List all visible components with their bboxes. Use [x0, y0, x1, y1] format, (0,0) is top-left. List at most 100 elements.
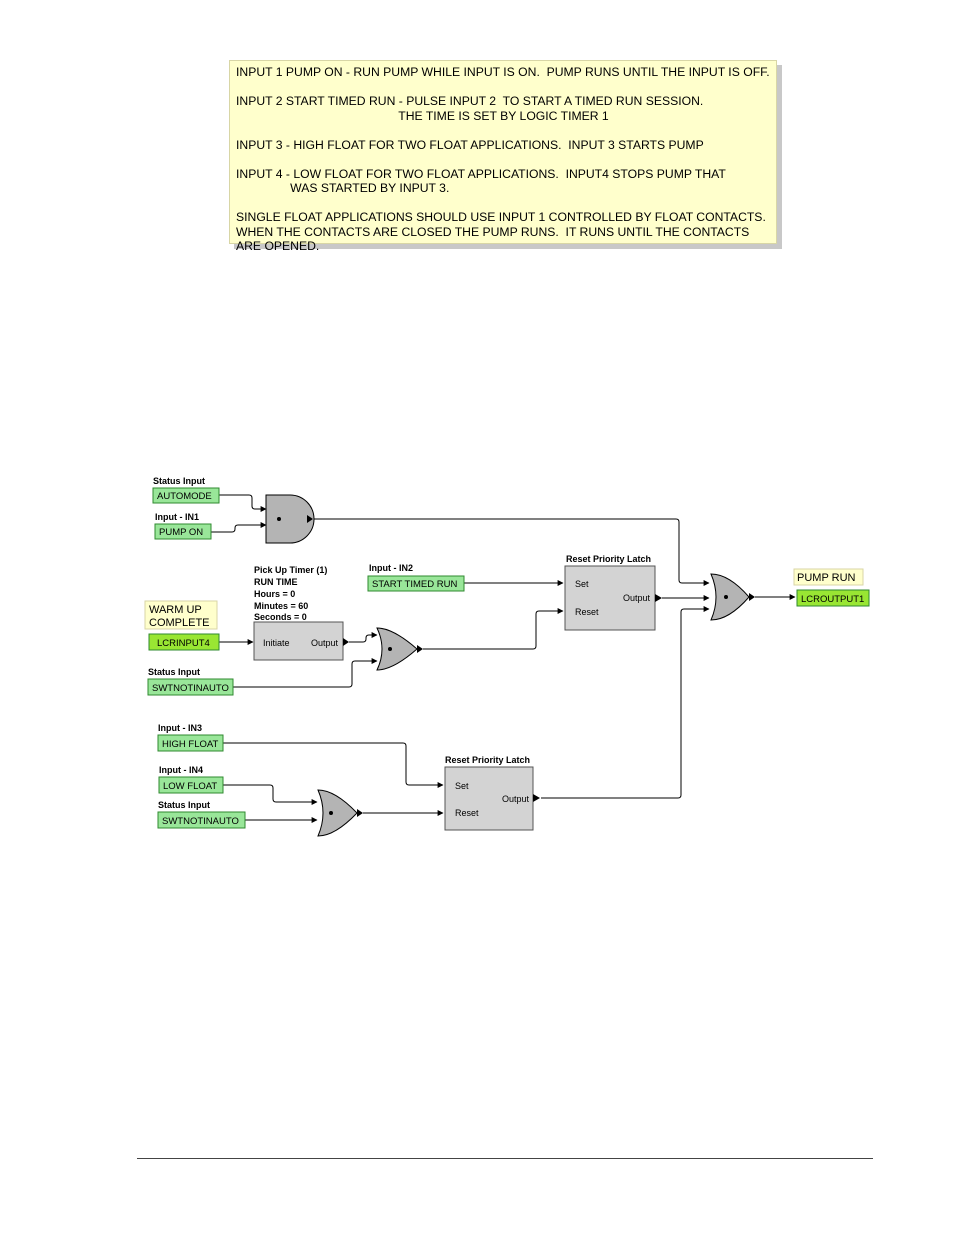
- note-line-4: INPUT 4 - LOW FLOAT FOR TWO FLOAT APPLIC…: [236, 166, 726, 196]
- timer-title-line-1: Pick Up Timer (1): [254, 565, 327, 575]
- latch1-block[interactable]: Set Reset Output: [564, 565, 662, 631]
- footer-rule: [137, 1158, 873, 1159]
- or-gate-2[interactable]: [317, 789, 363, 837]
- latch1-set-label: Set: [575, 579, 589, 589]
- wire-automode-to-and: [219, 494, 267, 512]
- timer-title-line-2: RUN TIME: [254, 577, 298, 587]
- and-gate-dot: [277, 517, 281, 521]
- timer-title-line-3: Hours = 0: [254, 589, 295, 599]
- swtnotinauto2-tag-text: SWTNOTINAUTO: [162, 816, 239, 827]
- latch2-title: Reset Priority Latch: [445, 755, 530, 765]
- latch2-box: [444, 766, 534, 831]
- or-gate-output-shape: [710, 573, 750, 621]
- swtnotinauto1-tag-text: SWTNOTINAUTO: [152, 683, 229, 694]
- lowfloat-tag-box: [158, 776, 224, 794]
- starttimedrun-tag-text: START TIMED RUN: [372, 579, 457, 590]
- lcrinput4-tag-box: [148, 633, 220, 651]
- or-gate-2-shape: [317, 789, 358, 837]
- or-gate-1[interactable]: [376, 627, 423, 671]
- wire-swtnotinauto1-to-or1: [233, 658, 378, 688]
- or-gate-output-pin: [749, 593, 755, 601]
- or-gate-output-dot: [724, 595, 728, 599]
- starttimedrun-tag-box: [367, 575, 465, 592]
- latch1-reset-label: Reset: [575, 607, 599, 617]
- latch1-title: Reset Priority Latch: [566, 554, 651, 564]
- pumprun-caption-text: PUMP RUN: [797, 572, 856, 584]
- lcroutput1-tag-text: LCROUTPUT1: [801, 594, 864, 605]
- highfloat-caption: Input - IN3: [158, 723, 202, 733]
- warmup-caption-box: [144, 600, 218, 630]
- swtnotinauto1-tag-box: [147, 678, 234, 696]
- wire-highfloat-to-latch2-set: [223, 742, 444, 788]
- timer-box: [253, 621, 344, 661]
- swtnotinauto2-caption: Status Input: [158, 800, 210, 810]
- timer-title-line-5: Seconds = 0: [254, 612, 307, 622]
- or-gate-output[interactable]: [710, 573, 755, 621]
- pumpon-tag-box: [154, 523, 212, 540]
- swtnotinauto2-tag[interactable]: SWTNOTINAUTO: [157, 811, 246, 829]
- wire-and-to-or-out: [313, 518, 710, 586]
- latch1-box: [564, 565, 656, 631]
- timer-block[interactable]: Initiate Output: [253, 621, 349, 661]
- and-gate-shape: [265, 494, 315, 544]
- wire-timer-to-or1: [349, 632, 378, 643]
- latch1-output-label: Output: [623, 593, 651, 603]
- warmup-caption: WARM UP COMPLETE: [144, 600, 218, 630]
- starttimedrun-caption: Input - IN2: [369, 563, 413, 573]
- lcrinput4-tag[interactable]: LCRINPUT4: [148, 633, 220, 651]
- pumpon-caption: Input - IN1: [155, 512, 199, 522]
- note-line-2: INPUT 2 START TIMED RUN - PULSE INPUT 2 …: [236, 94, 704, 123]
- or-gate-1-dot: [388, 647, 392, 651]
- pumpon-tag-text: PUMP ON: [159, 527, 203, 538]
- wire-or1-to-latch1-reset: [423, 608, 564, 650]
- instruction-note: INPUT 1 PUMP ON - RUN PUMP WHILE INPUT I…: [229, 60, 777, 253]
- timer-title: Pick Up Timer (1) RUN TIME Hours = 0 Min…: [254, 565, 327, 622]
- latch2-reset-label: Reset: [455, 808, 479, 818]
- automode-tag[interactable]: AUTOMODE: [152, 487, 220, 504]
- latch1-output-pin: [655, 594, 662, 602]
- automode-tag-box: [152, 487, 220, 504]
- lowfloat-caption: Input - IN4: [159, 765, 203, 775]
- lcroutput1-tag-box: [796, 589, 870, 607]
- lcrinput4-tag-text: LCRINPUT4: [157, 638, 210, 649]
- pumprun-caption: PUMP RUN: [793, 568, 864, 586]
- or-gate-1-output-pin: [417, 645, 423, 653]
- starttimedrun-tag[interactable]: START TIMED RUN: [367, 575, 465, 592]
- and-gate-output-pin: [307, 515, 313, 523]
- swtnotinauto1-caption: Status Input: [148, 667, 200, 677]
- lowfloat-tag-text: LOW FLOAT: [163, 781, 217, 792]
- highfloat-tag-box: [157, 734, 224, 752]
- or-gate-2-dot: [329, 811, 333, 815]
- and-gate[interactable]: [265, 494, 315, 544]
- swtnotinauto1-tag[interactable]: SWTNOTINAUTO: [147, 678, 234, 696]
- highfloat-tag-text: HIGH FLOAT: [162, 739, 218, 750]
- highfloat-tag[interactable]: HIGH FLOAT: [157, 734, 224, 752]
- lowfloat-tag[interactable]: LOW FLOAT: [158, 776, 224, 794]
- wires: [211, 494, 796, 823]
- latch2-block[interactable]: Set Reset Output: [444, 766, 540, 831]
- automode-caption: Status Input: [153, 476, 205, 486]
- timer-output-label: Output: [311, 638, 339, 648]
- pumpon-tag[interactable]: PUMP ON: [154, 523, 212, 540]
- or-gate-1-shape: [376, 627, 418, 671]
- timer-output-pin: [343, 638, 349, 646]
- timer-input-label: Initiate: [263, 638, 290, 648]
- swtnotinauto2-tag-box: [157, 811, 246, 829]
- or-gate-2-output-pin: [357, 809, 363, 817]
- warmup-caption-line-2: COMPLETE: [149, 617, 210, 629]
- timer-title-line-4: Minutes = 60: [254, 601, 308, 611]
- wire-lowfloat-to-or2: [223, 784, 318, 805]
- latch2-set-label: Set: [455, 781, 469, 791]
- latch2-output-pin: [533, 794, 540, 802]
- warmup-caption-line-1: WARM UP: [149, 604, 202, 616]
- automode-tag-text: AUTOMODE: [157, 491, 212, 502]
- wire-latch2-to-or-out: [541, 606, 710, 799]
- pumprun-caption-box: [793, 568, 864, 586]
- latch2-output-label: Output: [502, 794, 530, 804]
- lcroutput1-tag[interactable]: LCROUTPUT1: [796, 589, 870, 607]
- note-line-5: SINGLE FLOAT APPLICATIONS SHOULD USE INP…: [236, 210, 766, 253]
- note-line-3: INPUT 3 - HIGH FLOAT FOR TWO FLOAT APPLI…: [236, 137, 704, 152]
- wire-pumpon-to-and: [211, 522, 267, 533]
- note-line-1: INPUT 1 PUMP ON - RUN PUMP WHILE INPUT I…: [236, 65, 770, 79]
